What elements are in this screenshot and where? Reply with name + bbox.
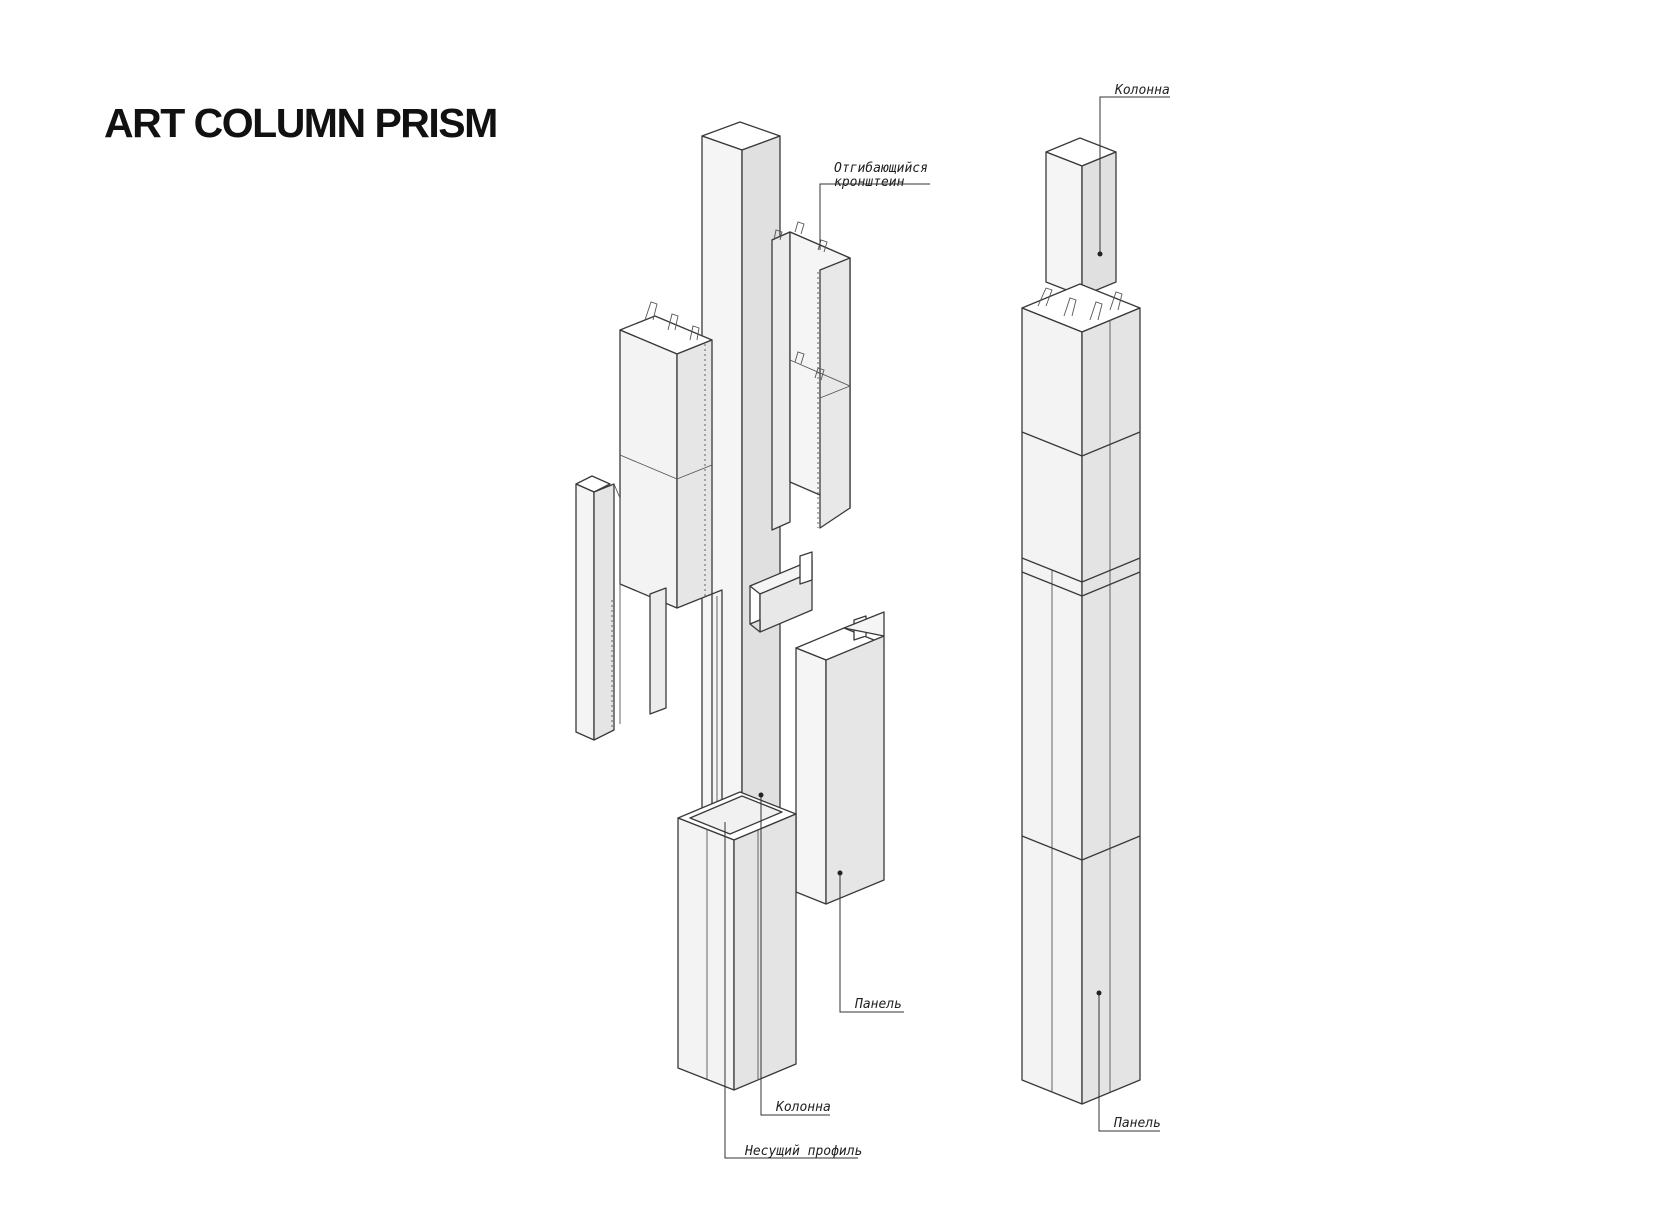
bottom-sleeve [677, 791, 797, 1091]
left-channel-panel [575, 475, 667, 741]
assembled-column [1021, 137, 1141, 1105]
label-bracket-line1: Отгибающийся [834, 161, 928, 176]
label-panel-mid-text: Панель [854, 997, 902, 1012]
small-u-bracket [749, 551, 813, 633]
label-column-right: Колонна [1097, 83, 1170, 257]
label-profile-text: Несущий профиль [744, 1144, 862, 1159]
lower-right-panel [795, 611, 885, 905]
page-title: ART COLUMN PRISM [104, 100, 498, 146]
label-column-right-text: Колонна [1114, 83, 1170, 98]
label-panel-right: Панель [1096, 990, 1161, 1132]
label-column-bottom: Колонна [758, 792, 831, 1116]
exploded-assembly [575, 121, 885, 1091]
carrier-profile [711, 589, 723, 839]
label-panel-mid: Панель [837, 870, 904, 1013]
upper-right-panel [771, 221, 851, 531]
label-bracket-line2: кронштеин [834, 175, 905, 190]
label-column-bottom-text: Колонна [775, 1100, 831, 1115]
upper-left-panel [619, 301, 713, 609]
label-profile: Несущий профиль [724, 822, 862, 1159]
label-bracket: Отгибающийся кронштеин [819, 161, 930, 250]
label-panel-right-text: Панель [1113, 1116, 1161, 1131]
